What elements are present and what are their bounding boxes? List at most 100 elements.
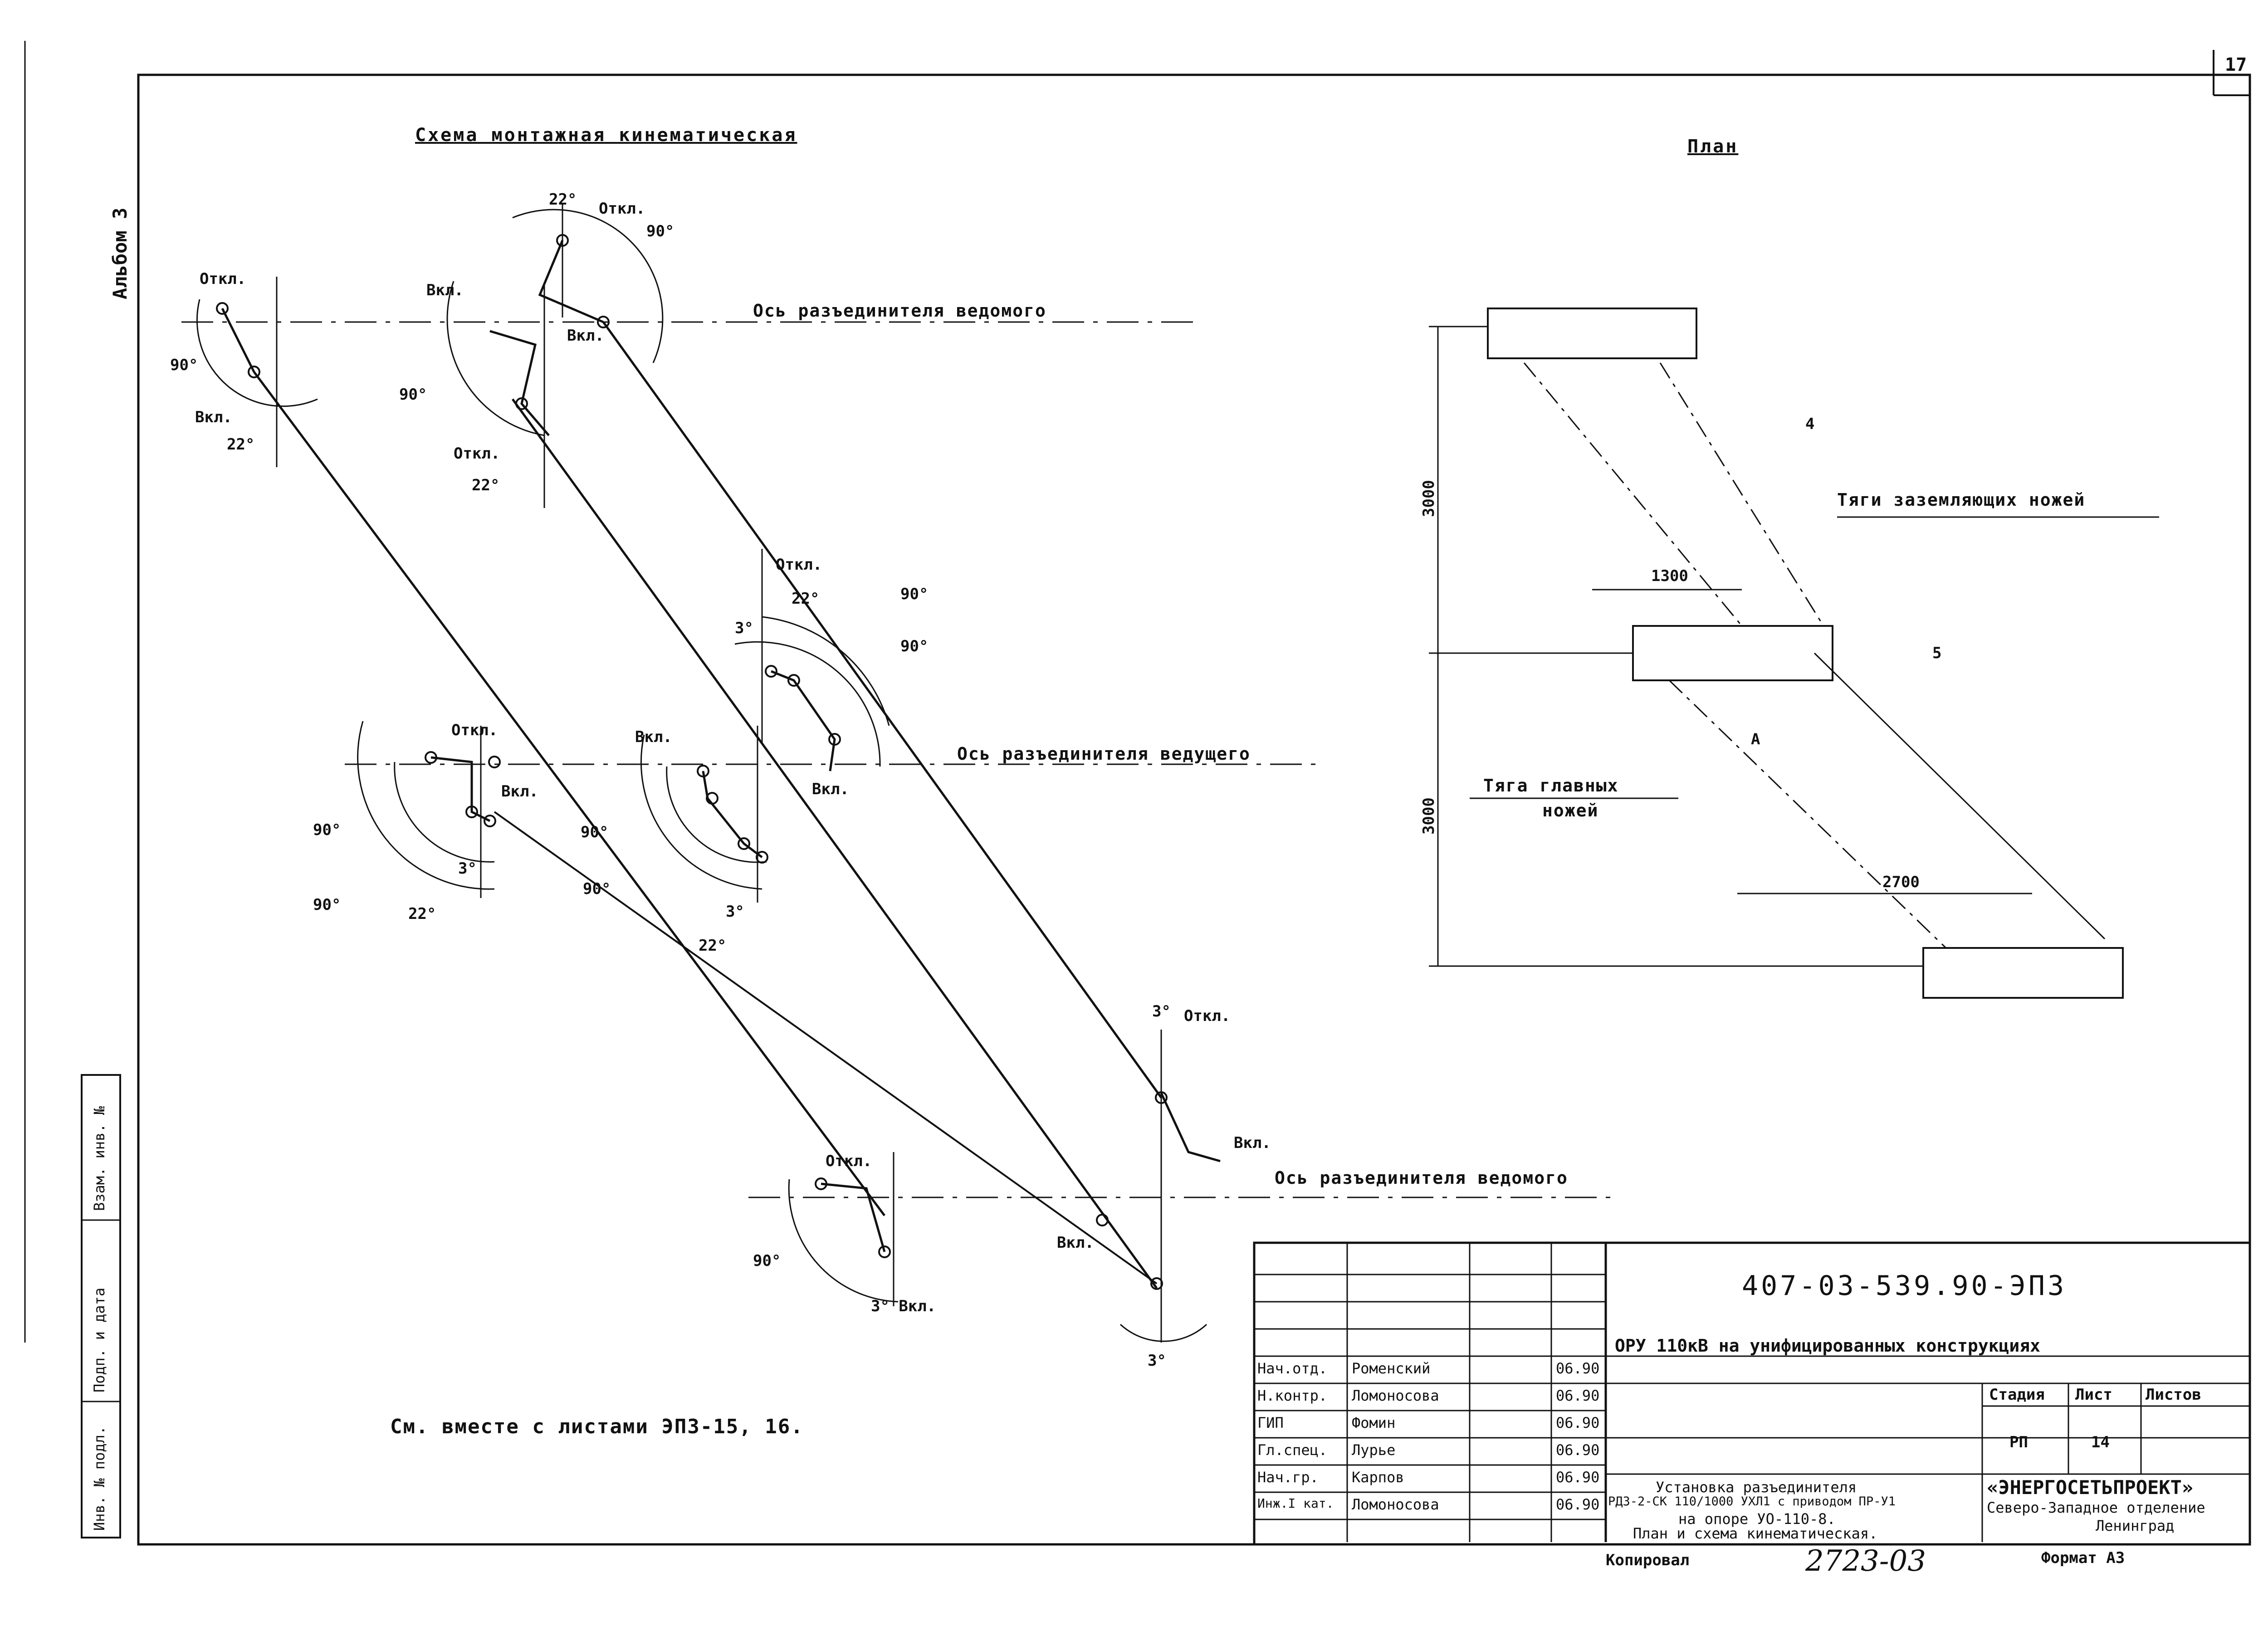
rod-2 (511, 398, 1158, 1289)
tm-arm (489, 330, 550, 436)
arc-rd-2 (762, 616, 890, 726)
row-date: 06.90 (1556, 1414, 1600, 1431)
desc-line-2: РДЗ-2-СК 110/1000 УХЛ1 с приводом ПР-У1 (1608, 1494, 1896, 1509)
axis-label-driving: Ось разъединителя ведущего (957, 744, 1251, 764)
br-otkl: Откл. (1184, 1007, 1231, 1025)
md-pivot-1 (697, 765, 709, 777)
rd-otkl: Откл. (776, 556, 822, 574)
side-stamp-frame (81, 1074, 121, 1538)
rd-pivot-3 (828, 733, 841, 746)
plan-pos-5: 5 (1932, 644, 1942, 662)
bm-pivot-1 (815, 1177, 827, 1190)
arc-tl (196, 299, 318, 407)
arc-rd-1 (734, 641, 881, 767)
tm-pivot (515, 397, 528, 410)
md-3: 3° (726, 903, 744, 921)
tr-arm (538, 240, 604, 323)
br-3: 3° (1152, 1002, 1171, 1021)
row-name: Ломоносова (1352, 1496, 1439, 1513)
ld-otkl: Откл. (451, 721, 498, 739)
tl-arm (221, 308, 255, 373)
br-pivot-3 (1150, 1277, 1163, 1290)
plan-rod-a (1523, 362, 1743, 626)
br-vkl-right: Вкл. (1234, 1134, 1271, 1152)
tr-vkl: Вкл. (567, 327, 604, 345)
br-pivot-2 (1096, 1214, 1109, 1226)
tr-pivot-1 (556, 234, 569, 247)
tm-22: 22° (472, 476, 500, 494)
rd-pivot-1 (765, 665, 777, 678)
desc-line-4: План и схема кинематическая. (1633, 1525, 1878, 1542)
rd-vkl: Вкл. (812, 780, 849, 798)
plan-pos-a: А (1751, 730, 1760, 748)
row-name: Роменский (1352, 1360, 1431, 1377)
tr-otkl: Откл. (599, 200, 645, 218)
md-22: 22° (699, 937, 727, 955)
row-date: 06.90 (1556, 1469, 1600, 1486)
bm-arm (821, 1182, 886, 1252)
arc-tr (512, 209, 664, 363)
tl-otkl: Откл. (200, 270, 246, 288)
rod-1 (253, 371, 886, 1216)
plan-main-rods-2: ножей (1542, 801, 1599, 820)
sheets-header: Листов (2146, 1386, 2201, 1404)
ld-vkl: Вкл. (501, 782, 538, 801)
md-pivot-2 (706, 792, 719, 805)
br-3-bottom: 3° (1148, 1352, 1166, 1370)
md-arm (702, 771, 763, 858)
plan-title: План (1687, 136, 1739, 157)
tm-vkl: Вкл. (426, 281, 464, 299)
desc-line-3: на опоре УО-110-8. (1678, 1510, 1836, 1528)
row-role: Инж.I кат. (1257, 1496, 1334, 1511)
row-date: 06.90 (1556, 1360, 1600, 1377)
plan-main-rods-1: Тяга главных (1483, 776, 1619, 796)
br-arm (1160, 1092, 1221, 1162)
tl-vkl: Вкл. (195, 408, 232, 426)
row-role: ГИП (1257, 1414, 1284, 1431)
title-block-frame (1253, 1241, 2251, 1546)
plan-disconnector-1 (1487, 308, 1697, 359)
row-date: 06.90 (1556, 1496, 1600, 1513)
bm-pivot-2 (878, 1245, 891, 1258)
format-label: Формат А3 (2041, 1549, 2125, 1567)
ld-90-a: 90° (313, 821, 341, 839)
doc-code: 407-03-539.90-ЭПЗ (1742, 1270, 2067, 1302)
plan-dim-3000-top: 3000 (1420, 480, 1438, 517)
ld-pivot-3 (465, 806, 478, 818)
org-branch: Северо-Западное отделение (1987, 1499, 2205, 1516)
rd-22: 22° (792, 590, 820, 608)
side-replace-inv: Взам. инв. № (91, 1106, 108, 1211)
bm-otkl: Откл. (826, 1152, 872, 1170)
row-role: Гл.спец. (1257, 1441, 1328, 1459)
tl-pivot-1 (216, 302, 229, 315)
bm-90: 90° (753, 1252, 781, 1270)
row-name: Лурье (1352, 1441, 1396, 1459)
org-city: Ленинград (2096, 1517, 2175, 1534)
org-name: «ЭНЕРГОСЕТЬПРОЕКТ» (1987, 1476, 2194, 1499)
ld-arm (430, 756, 491, 822)
sheet-header: Лист (2075, 1386, 2112, 1404)
ld-3: 3° (458, 860, 477, 878)
rd-3: 3° (735, 619, 753, 637)
plan-pos-4: 4 (1805, 415, 1815, 433)
sheet-value: 14 (2091, 1433, 2110, 1451)
arc-br (1119, 1323, 1207, 1342)
note-text: См. вместе с листами ЭПЗ-15, 16. (390, 1415, 804, 1438)
tr-pivot-2 (597, 316, 610, 328)
schema-title: Схема монтажная кинематическая (415, 125, 797, 146)
arc-ld-1 (357, 721, 495, 890)
row-date: 06.90 (1556, 1441, 1600, 1459)
plan-dim-2700: 2700 (1882, 873, 1920, 891)
side-inv-orig: Инв. № подл. (91, 1426, 108, 1531)
plan-dim-3000-bottom: 3000 (1420, 797, 1438, 835)
md-pivot-4 (756, 851, 768, 864)
tm-otkl: Откл. (454, 444, 500, 463)
sheet-number: 17 (2225, 54, 2247, 75)
tr-90: 90° (646, 222, 675, 240)
rd-arm (771, 670, 836, 772)
md-vkl: Вкл. (635, 728, 672, 746)
arc-tm (446, 281, 545, 436)
ld-22: 22° (408, 905, 436, 923)
